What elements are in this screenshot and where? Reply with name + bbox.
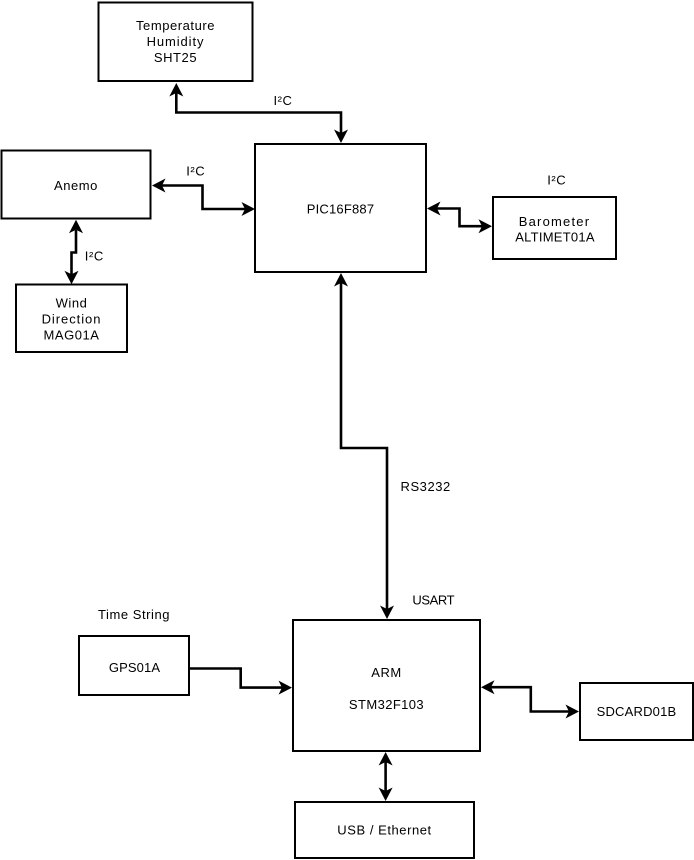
svg-text:SDCARD01B: SDCARD01B bbox=[597, 704, 677, 719]
svg-text:Anemo: Anemo bbox=[54, 178, 98, 193]
svg-text:PIC16F887: PIC16F887 bbox=[307, 202, 375, 217]
svg-text:USART: USART bbox=[412, 593, 454, 608]
svg-text:I²C: I²C bbox=[186, 164, 205, 179]
svg-text:STM32F103: STM32F103 bbox=[349, 697, 424, 712]
svg-text:ARM: ARM bbox=[371, 665, 402, 680]
svg-text:GPS01A: GPS01A bbox=[109, 660, 160, 675]
svg-text:RS3232: RS3232 bbox=[401, 479, 451, 494]
svg-text:I²C: I²C bbox=[547, 173, 566, 188]
svg-text:Time String: Time String bbox=[98, 607, 170, 622]
svg-text:I²C: I²C bbox=[85, 249, 104, 264]
svg-text:Wind: Wind bbox=[56, 296, 88, 311]
svg-text:Humidity: Humidity bbox=[147, 34, 205, 49]
svg-text:I²C: I²C bbox=[274, 93, 293, 108]
svg-text:SHT25: SHT25 bbox=[154, 50, 197, 65]
svg-text:Barometer: Barometer bbox=[519, 214, 591, 229]
svg-text:USB / Ethernet: USB / Ethernet bbox=[337, 823, 431, 838]
svg-text:Direction: Direction bbox=[42, 312, 102, 327]
svg-text:Temperature: Temperature bbox=[136, 18, 215, 33]
svg-text:MAG01A: MAG01A bbox=[43, 328, 99, 343]
svg-text:ALTIMET01A: ALTIMET01A bbox=[515, 230, 595, 245]
